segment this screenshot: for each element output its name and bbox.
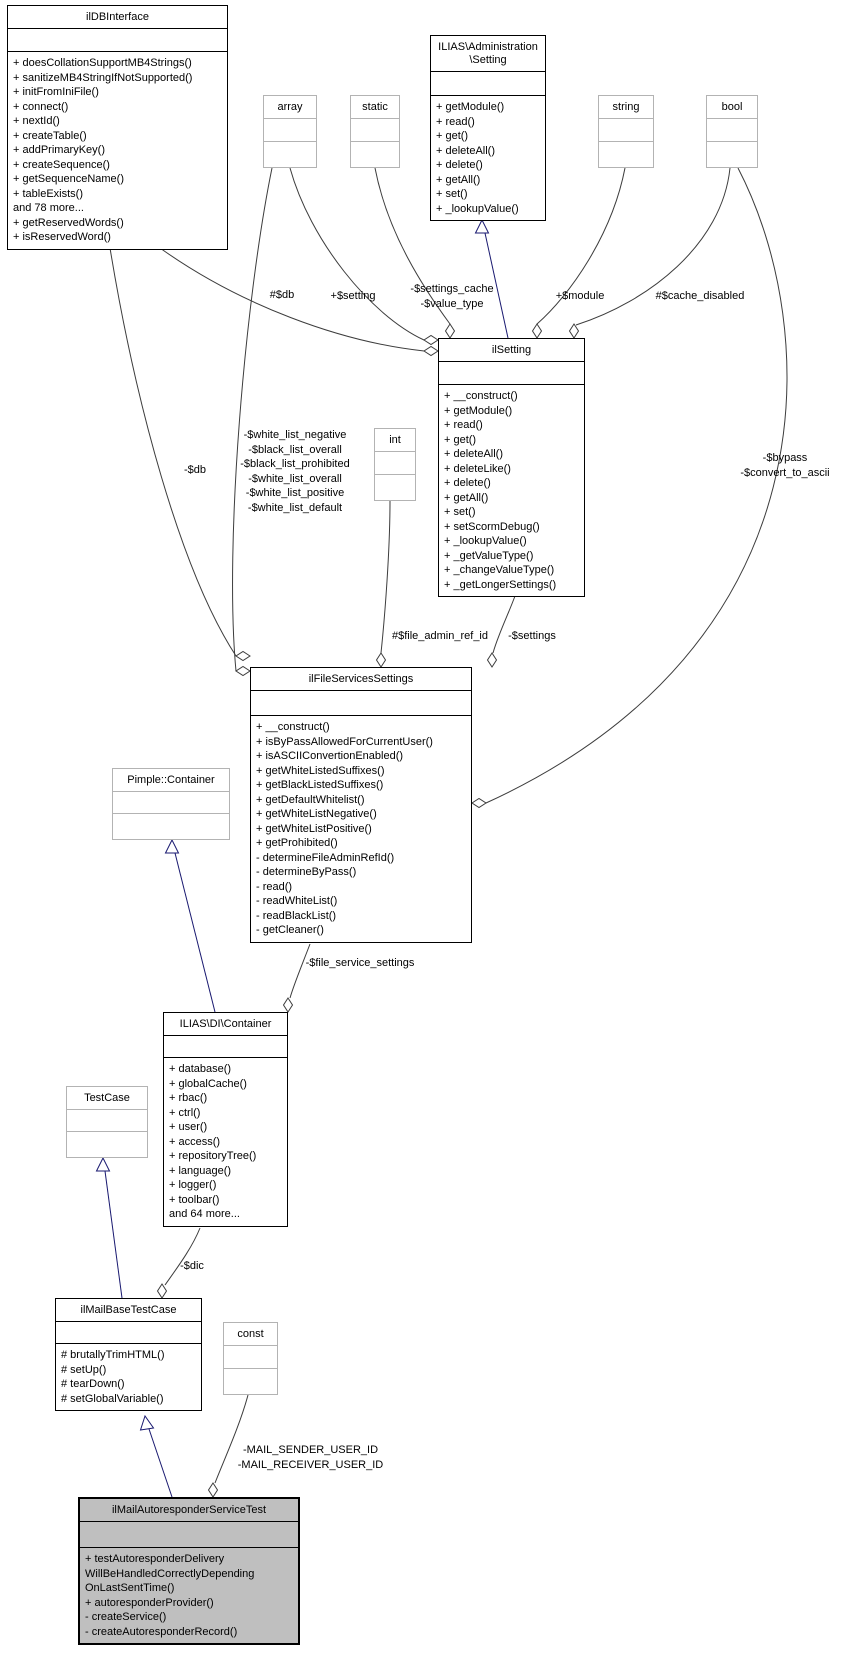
edge-label-db-fss: -$db: [183, 464, 207, 476]
edge-mast-inherits-mbtc: [139, 1414, 173, 1498]
class-title: ilSetting: [439, 339, 584, 362]
edge-dic-to-mbtc: [156, 1227, 201, 1299]
edge-bool-to-ilsetting: [568, 167, 731, 339]
class-ilias-administration-setting[interactable]: ILIAS\Administration \Setting + getModul…: [430, 35, 546, 221]
class-title: ILIAS\DI\Container: [164, 1013, 287, 1036]
class-methods: [67, 1132, 147, 1157]
edge-ilsetting-inherits-adminsetting: [474, 218, 509, 339]
edge-label-db-ilsetting: #$db: [269, 289, 295, 301]
edge-db-to-fss: [109, 247, 251, 662]
class-ilsetting[interactable]: ilSetting + __construct() + getModule() …: [438, 338, 585, 597]
class-methods: # brutallyTrimHTML() # setUp() # tearDow…: [61, 1349, 165, 1405]
edge-static-to-ilsetting: [374, 167, 456, 339]
type-methods: [599, 142, 653, 167]
class-attributes: [431, 72, 545, 96]
class-methods: + __construct() + getModule() + read() +…: [444, 390, 557, 591]
type-methods: [707, 142, 757, 167]
class-methods: + testAutoresponderDelivery WillBeHandle…: [85, 1553, 255, 1638]
type-title: const: [224, 1323, 277, 1346]
type-methods: [224, 1369, 277, 1394]
class-ilfileservicessettings[interactable]: ilFileServicesSettings + __construct() +…: [250, 667, 472, 943]
class-ildbinterface[interactable]: ilDBInterface + doesCollationSupportMB4S…: [7, 5, 228, 250]
edge-const-to-mast: [207, 1394, 249, 1498]
edge-label-settings-cache: -$settings_cache -$value_type: [410, 283, 494, 310]
class-methods: + getModule() + read() + get() + deleteA…: [436, 101, 519, 215]
edge-string-to-ilsetting: [531, 167, 626, 339]
type-attributes: [224, 1346, 277, 1369]
type-title: static: [351, 96, 399, 119]
class-ilmailbasetestcase[interactable]: ilMailBaseTestCase # brutallyTrimHTML() …: [55, 1298, 202, 1411]
edge-fss-to-dic: [282, 943, 311, 1013]
type-attributes: [599, 119, 653, 142]
type-title: string: [599, 96, 653, 119]
edge-label-bypass: -$bypass -$convert_to_ascii: [740, 452, 830, 479]
class-attributes: [56, 1322, 201, 1344]
edge-label-setting: +$setting: [330, 290, 376, 302]
edge-label-dic: -$dic: [180, 1260, 204, 1272]
edge-label-settings-member: -$settings: [508, 630, 556, 642]
class-methods: [113, 814, 229, 839]
edge-dic-inherits-pimple: [164, 838, 216, 1013]
edge-int-to-fss: [375, 500, 391, 668]
type-box-string: string: [598, 95, 654, 168]
type-attributes: [375, 452, 415, 475]
type-box-static: static: [350, 95, 400, 168]
class-methods: + doesCollationSupportMB4Strings() + san…: [13, 57, 193, 243]
type-box-array: array: [263, 95, 317, 168]
type-title: bool: [707, 96, 757, 119]
edge-label-white-lists: -$white_list_negative -$black_list_overa…: [240, 429, 350, 514]
type-methods: [264, 142, 316, 167]
class-title: ilMailAutoresponderServiceTest: [80, 1499, 298, 1522]
class-methods: + __construct() + isByPassAllowedForCurr…: [256, 721, 433, 936]
edge-label-mail-user-ids: -MAIL_SENDER_USER_ID -MAIL_RECEIVER_USER…: [237, 1444, 384, 1471]
class-title: ilFileServicesSettings: [251, 668, 471, 691]
class-ilmailautoresponderservicetest[interactable]: ilMailAutoresponderServiceTest + testAut…: [78, 1497, 300, 1645]
edge-label-module: +$module: [555, 290, 605, 302]
type-title: int: [375, 429, 415, 452]
type-methods: [375, 475, 415, 500]
edge-db-to-ilsetting: [159, 247, 439, 357]
class-title: TestCase: [67, 1087, 147, 1110]
type-box-int: int: [374, 428, 416, 501]
class-title: ilDBInterface: [8, 6, 227, 29]
type-attributes: [707, 119, 757, 142]
edge-array-to-ilsetting: [289, 167, 439, 346]
class-testcase[interactable]: TestCase: [66, 1086, 148, 1158]
class-title: ILIAS\Administration \Setting: [431, 36, 545, 72]
class-methods: + database() + globalCache() + rbac() + …: [169, 1063, 257, 1220]
edge-ilsetting-to-fss: [486, 595, 516, 668]
type-title: array: [264, 96, 316, 119]
class-title: Pimple::Container: [113, 769, 229, 792]
class-attributes: [251, 691, 471, 716]
class-attributes: [8, 29, 227, 52]
class-attributes: [113, 792, 229, 814]
type-box-const: const: [223, 1322, 278, 1395]
type-attributes: [351, 119, 399, 142]
type-methods: [351, 142, 399, 167]
class-attributes: [164, 1036, 287, 1058]
edge-bool-to-fss: [471, 167, 788, 809]
class-attributes: [67, 1110, 147, 1132]
type-box-bool: bool: [706, 95, 758, 168]
edge-mbtc-inherits-testcase: [95, 1156, 123, 1299]
edge-label-file-admin-ref-id: #$file_admin_ref_id: [391, 630, 488, 642]
class-attributes: [439, 362, 584, 385]
class-pimple-container[interactable]: Pimple::Container: [112, 768, 230, 840]
class-attributes: [80, 1522, 298, 1548]
edge-label-cache-disabled: #$cache_disabled: [655, 290, 745, 302]
class-title: ilMailBaseTestCase: [56, 1299, 201, 1322]
edge-array-to-fss: [232, 167, 273, 677]
class-ilias-di-container[interactable]: ILIAS\DI\Container + database() + global…: [163, 1012, 288, 1227]
edge-label-file-service-settings: -$file_service_settings: [305, 957, 415, 969]
type-attributes: [264, 119, 316, 142]
